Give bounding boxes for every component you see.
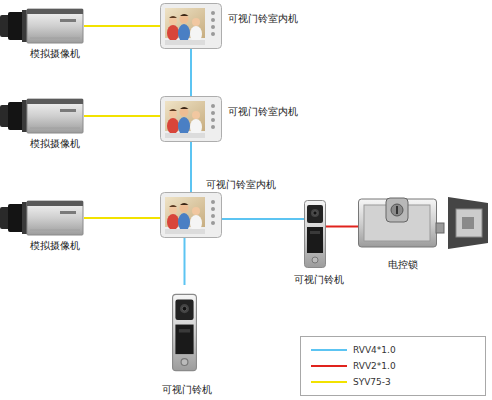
node-label: 模拟摄像机 bbox=[30, 48, 80, 60]
camera-node: 模拟摄像机 bbox=[0, 8, 84, 44]
node-label: 可视门铃机 bbox=[294, 274, 344, 286]
legend-line bbox=[311, 365, 347, 367]
cable-line bbox=[190, 49, 192, 96]
legend-item: SYV75-3 bbox=[301, 375, 485, 389]
legend-line-sample bbox=[311, 361, 347, 371]
monitor-node: 可视门铃室内机 bbox=[160, 192, 222, 238]
camera-illustration bbox=[0, 9, 83, 43]
cable-line bbox=[222, 218, 304, 220]
camera-illustration bbox=[0, 99, 83, 133]
node-label: 可视门铃机 bbox=[162, 384, 212, 396]
node-label: 模拟摄像机 bbox=[30, 138, 80, 150]
node-label: 模拟摄像机 bbox=[30, 240, 80, 252]
cable-line bbox=[190, 142, 192, 192]
node-label: 可视门铃室内机 bbox=[206, 179, 276, 191]
door-station-node: 可视门铃机 bbox=[304, 200, 326, 268]
monitor-node: 可视门铃室内机 bbox=[160, 96, 222, 142]
cable-line bbox=[184, 238, 186, 285]
node-label: 可视门铃室内机 bbox=[228, 106, 298, 118]
lock-node: 电控锁 bbox=[358, 193, 490, 253]
node-label: 电控锁 bbox=[388, 259, 418, 271]
legend-item: RVV4*1.0 bbox=[301, 343, 485, 357]
camera-node: 模拟摄像机 bbox=[0, 200, 84, 236]
legend-text: SYV75-3 bbox=[353, 375, 391, 389]
legend-text: RVV2*1.0 bbox=[353, 359, 396, 373]
cable-line bbox=[326, 226, 358, 228]
legend-line bbox=[311, 381, 347, 383]
lock-illustration bbox=[359, 197, 489, 249]
legend-item: RVV2*1.0 bbox=[301, 359, 485, 373]
legend-line-sample bbox=[311, 345, 347, 355]
door-station-node: 可视门铃机 bbox=[172, 285, 197, 380]
cable-line bbox=[84, 25, 160, 27]
camera-illustration bbox=[0, 201, 83, 235]
monitor-illustration bbox=[161, 4, 222, 49]
cable-line bbox=[84, 115, 160, 117]
node-label: 可视门铃室内机 bbox=[228, 13, 298, 25]
legend-box: RVV4*1.0RVV2*1.0SYV75-3 bbox=[300, 336, 486, 396]
door-station-illustration bbox=[173, 294, 197, 370]
legend-line bbox=[311, 349, 347, 351]
legend-line-sample bbox=[311, 377, 347, 387]
monitor-illustration bbox=[161, 193, 222, 238]
legend-text: RVV4*1.0 bbox=[353, 343, 396, 357]
monitor-illustration bbox=[161, 97, 222, 142]
cable-line bbox=[84, 217, 160, 219]
door-station-illustration bbox=[305, 201, 326, 268]
monitor-node: 可视门铃室内机 bbox=[160, 3, 222, 49]
camera-node: 模拟摄像机 bbox=[0, 98, 84, 134]
